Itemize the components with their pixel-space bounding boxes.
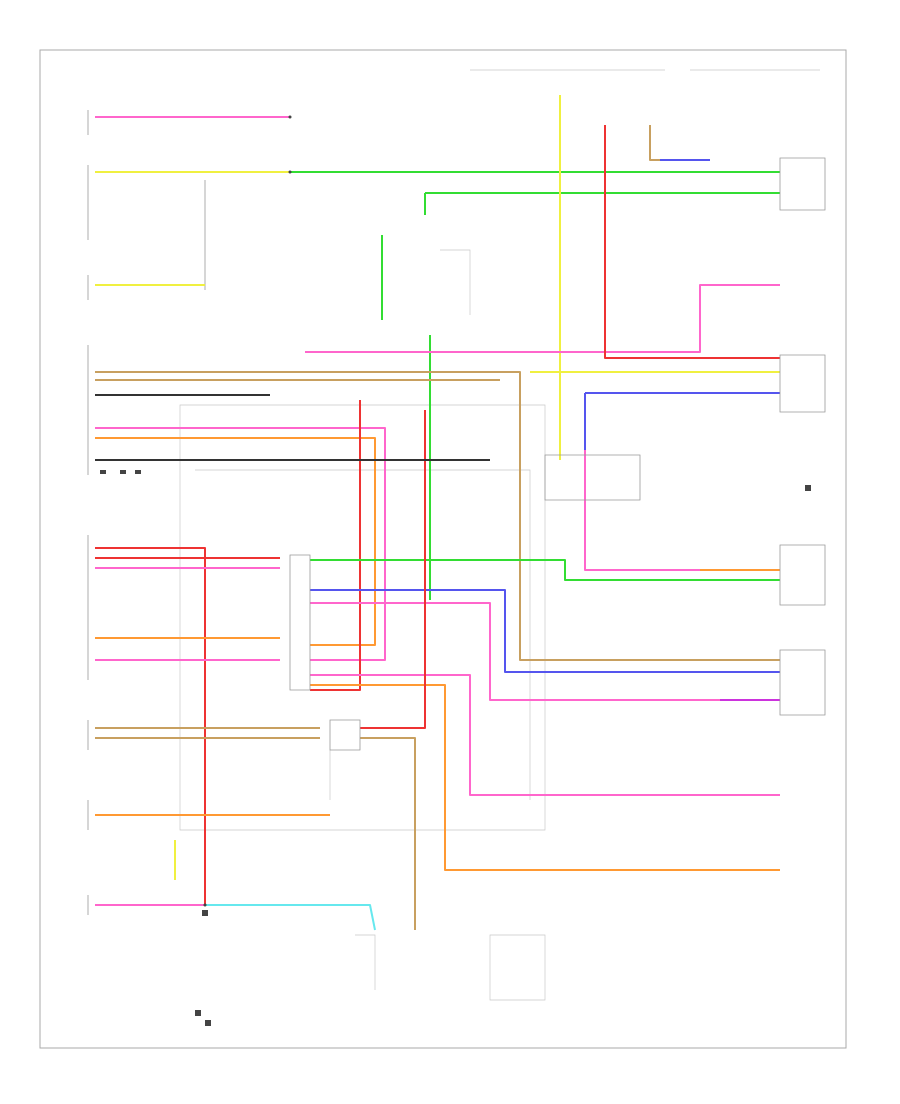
wire-w-org-1 xyxy=(95,437,376,646)
wire-w-tan-1 xyxy=(95,371,780,661)
wires-layer xyxy=(95,95,780,931)
diagram-frame xyxy=(39,49,847,1049)
left-connectors xyxy=(87,110,206,915)
wire-w-org-4 xyxy=(310,684,780,871)
wire-w-tan-5 xyxy=(649,125,660,161)
wire-w-red-3 xyxy=(95,547,206,905)
wire-w-grn-6 xyxy=(310,559,780,581)
wire-w-pink-2 xyxy=(305,284,780,353)
box-inst-cluster xyxy=(289,554,311,691)
box-right-conn-3 xyxy=(779,544,826,606)
box-right-conn-2 xyxy=(779,354,826,413)
wire-w-cyan-1 xyxy=(205,904,376,931)
wire-w-pink-8 xyxy=(584,450,700,571)
component-boxes xyxy=(289,157,826,751)
wire-w-blue-3 xyxy=(310,589,780,673)
wire-w-red-5 xyxy=(360,410,426,729)
wire-w-pink-3 xyxy=(95,427,386,661)
box-right-conn-4 xyxy=(779,649,826,716)
wire-w-tan-4 xyxy=(360,737,416,930)
wire-w-pink-5 xyxy=(310,602,780,701)
wire-w-red-1 xyxy=(604,125,780,359)
wire-w-pink-7 xyxy=(310,674,780,796)
splice-marks xyxy=(100,115,811,1026)
box-steer-sensor xyxy=(544,454,641,501)
box-right-conn-1 xyxy=(779,157,826,211)
box-junction-conn xyxy=(329,719,361,751)
internal-outlines xyxy=(179,69,820,1001)
wire-w-red-2 xyxy=(310,400,361,691)
